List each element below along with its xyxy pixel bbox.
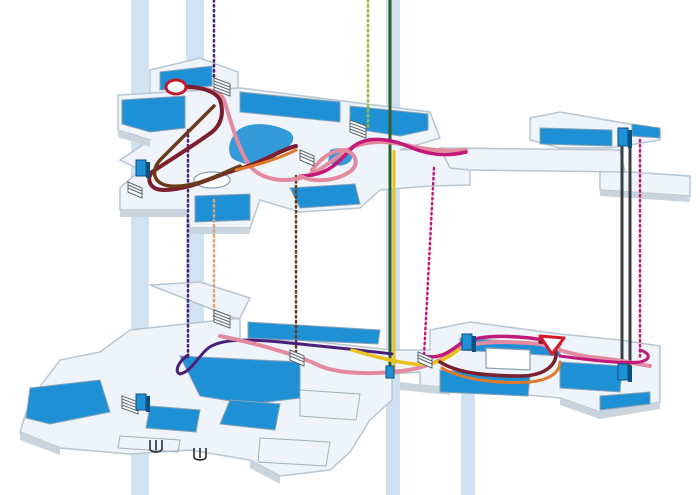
room-upper-6	[289, 183, 361, 209]
room-upper-2	[239, 91, 341, 123]
upper-slab-edge-front2	[120, 210, 185, 217]
lower-slab-edge-3	[560, 398, 600, 419]
room-lower-3	[219, 399, 281, 431]
room-lower-4	[145, 405, 201, 433]
staircase-icon[interactable]	[349, 119, 367, 139]
entrances	[149, 440, 207, 461]
room-lower-2	[179, 355, 301, 405]
elevator-icon[interactable]	[135, 159, 150, 178]
elevator-icon[interactable]	[617, 127, 632, 148]
route-markers	[164, 78, 566, 356]
room-upper-8	[631, 123, 661, 139]
elevators	[135, 127, 632, 412]
staircase-icon[interactable]	[417, 351, 433, 369]
elevator-icon[interactable]	[461, 333, 476, 352]
lower-floor	[19, 281, 661, 484]
staircase-icon[interactable]	[289, 349, 305, 367]
room-lower-7	[559, 361, 623, 393]
lower-slab-edge-5	[400, 382, 450, 395]
shaft-right	[461, 380, 475, 495]
staircase-icon[interactable]	[127, 181, 143, 199]
room-upper-5	[194, 193, 251, 223]
route-purple-lower	[175, 338, 394, 376]
route-orange-lower	[440, 360, 562, 384]
room-lower-1	[25, 379, 111, 425]
magenta-riser-1	[422, 166, 436, 358]
circle-marker[interactable]	[164, 78, 188, 96]
turnstile-icon[interactable]	[149, 440, 163, 453]
turnstile-icon[interactable]	[193, 448, 207, 461]
room-outline-2	[117, 435, 181, 453]
upper-slab-edge-front	[118, 130, 150, 147]
staircase-icon[interactable]	[213, 309, 231, 329]
elevator-icon[interactable]	[385, 365, 395, 379]
route-magenta-upper	[298, 137, 468, 178]
room-lower-8	[599, 391, 651, 411]
route-pink-loop	[298, 148, 358, 183]
route-yellow-lower	[350, 348, 460, 367]
route-pink-lower	[218, 334, 652, 376]
staircase-icon[interactable]	[121, 395, 139, 415]
route-brown-upper	[152, 104, 242, 188]
staircase-icon[interactable]	[299, 149, 315, 167]
upper-slab-edge-front3	[190, 228, 250, 234]
elevator-icon[interactable]	[135, 393, 150, 412]
lower-slab-edge-2	[250, 460, 280, 484]
staircases	[121, 77, 433, 415]
elevator-icon[interactable]	[617, 363, 632, 382]
room-upper-1	[121, 95, 186, 133]
lower-slab-edge-4	[600, 402, 660, 419]
courtyard-void	[485, 347, 531, 371]
route-magenta-right	[558, 348, 650, 365]
upper-slab-right-mid	[438, 147, 626, 173]
elevator-lines	[388, 0, 632, 375]
room-outline-3	[257, 437, 331, 467]
room-upper-7	[539, 127, 613, 147]
upper-routes	[147, 85, 468, 192]
triangle-marker[interactable]	[538, 334, 566, 356]
vertical-dotted-routes	[186, 0, 642, 362]
staircase-icon[interactable]	[213, 77, 231, 97]
room-lower-5	[247, 321, 381, 345]
lower-slab-edge-1	[20, 432, 60, 455]
route-orange-upper	[234, 148, 298, 172]
room-outline-1	[299, 389, 361, 421]
